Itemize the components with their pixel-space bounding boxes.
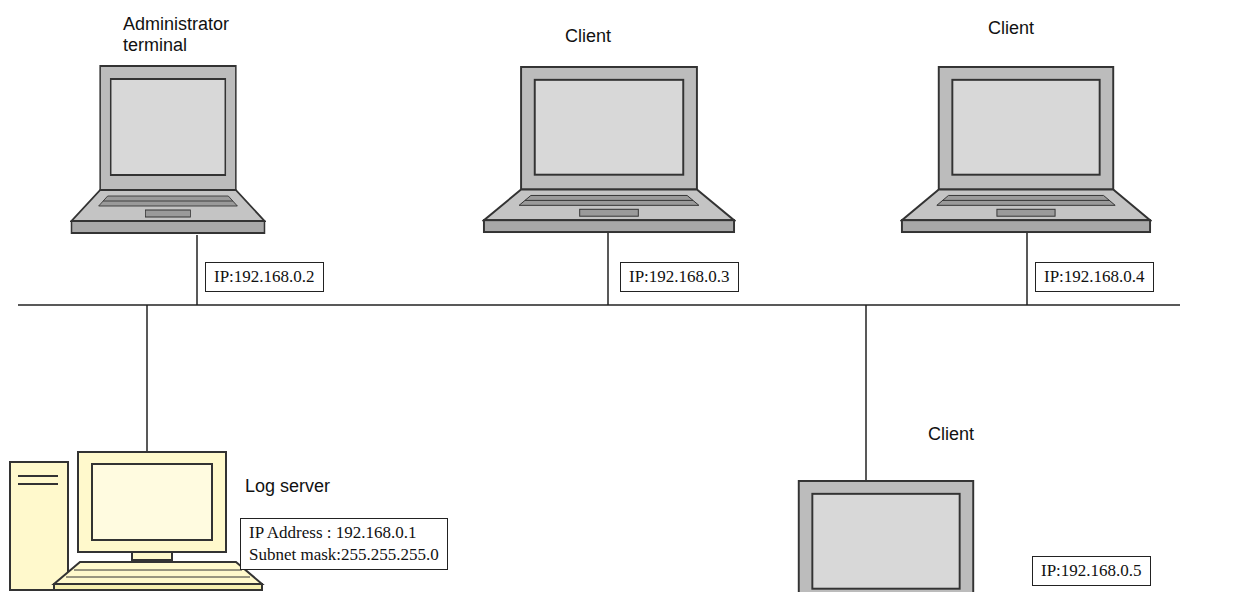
ip-address-text: IP:192.168.0.4 <box>1044 266 1145 288</box>
ip-address-text: IP:192.168.0.3 <box>629 266 730 288</box>
ip-address-box: IP:192.168.0.4 <box>1035 262 1154 292</box>
laptop-icon <box>484 67 734 232</box>
ip-address-text: Subnet mask:255.255.255.0 <box>249 544 439 566</box>
ip-address-text: IP Address : 192.168.0.1 <box>249 522 439 544</box>
ip-address-box: IP:192.168.0.2 <box>205 262 324 292</box>
ip-address-box: IP Address : 192.168.0.1Subnet mask:255.… <box>240 518 448 570</box>
laptop-icon <box>72 66 265 233</box>
laptop-icon <box>902 67 1150 232</box>
device-label: Client <box>928 424 974 445</box>
laptop-icon <box>762 481 1010 592</box>
ip-address-text: IP:192.168.0.2 <box>214 266 315 288</box>
ip-address-box: IP:192.168.0.3 <box>620 262 739 292</box>
device-label: Client <box>565 26 611 47</box>
ip-address-box: IP:192.168.0.5 <box>1032 556 1151 586</box>
ip-address-text: IP:192.168.0.5 <box>1041 560 1142 582</box>
desktop-computer <box>10 452 262 590</box>
device-label: Log server <box>245 476 330 497</box>
device-label: Administrator terminal <box>123 14 283 56</box>
device-label: Client <box>988 18 1034 39</box>
